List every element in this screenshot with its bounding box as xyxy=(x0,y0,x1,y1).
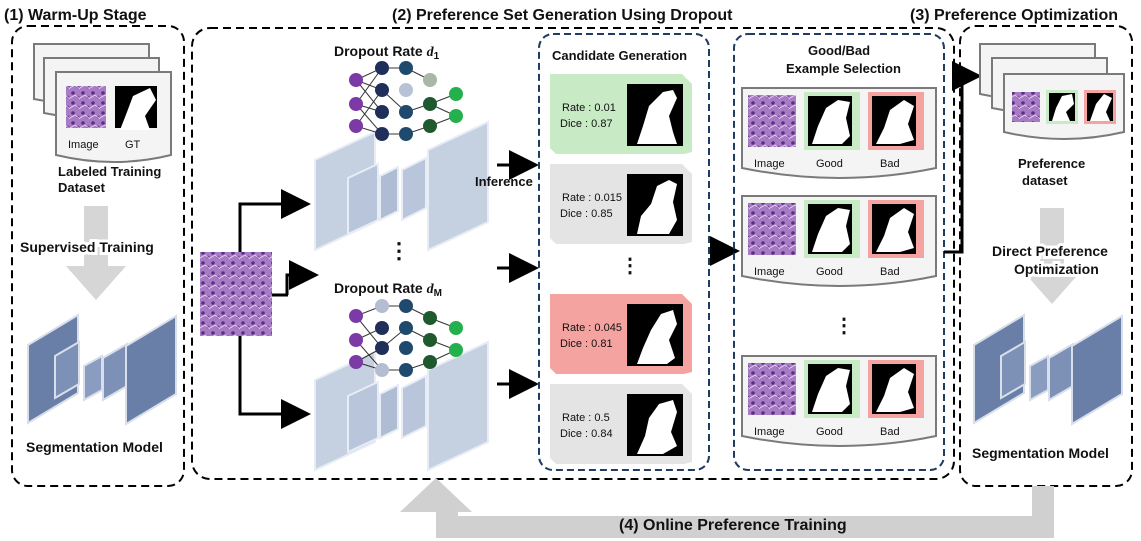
optimized-model-icon xyxy=(973,313,1123,426)
candidate-dice: Dice : 0.81 xyxy=(560,338,613,350)
preference-dataset-icon xyxy=(979,43,1125,140)
online-loop-arrow xyxy=(400,478,1054,538)
dataset-label-line2: Dataset xyxy=(58,180,106,195)
selection-image-label: Image xyxy=(754,266,785,278)
selection-image-label: Image xyxy=(754,426,785,438)
warmup-model-label: Segmentation Model xyxy=(26,439,163,455)
selection-ellipsis: ⋮ xyxy=(834,315,854,337)
dpo-arrow xyxy=(1022,208,1082,304)
optimized-model-label: Segmentation Model xyxy=(972,445,1109,461)
dropout-rate-first-label: Dropout Rate d1 xyxy=(334,43,440,62)
optimization-title: (3) Preference Optimization xyxy=(910,7,1118,24)
dataset-gt-label: GT xyxy=(125,139,141,151)
warmup-panel: (1) Warm-Up Stage Image GT Labeled Train… xyxy=(4,7,185,487)
candidate-rate: Rate : 0.01 xyxy=(562,102,616,114)
selection-title-line1: Good/Bad xyxy=(808,43,870,58)
generation-panel: (2) Preference Set Generation Using Drop… xyxy=(191,7,982,480)
upper-dropout-network xyxy=(314,61,489,252)
selection-image xyxy=(748,203,796,255)
lower-dropout-network xyxy=(314,299,489,472)
candidate-ellipsis: ⋮ xyxy=(620,255,640,277)
candidate-rate: Rate : 0.015 xyxy=(562,192,622,204)
selection-card: Image Good Bad xyxy=(741,87,937,179)
selection-bad-label: Bad xyxy=(880,158,900,170)
dropout-rate-last-label: Dropout Rate dM xyxy=(334,280,442,299)
selection-image-label: Image xyxy=(754,158,785,170)
supervised-arrow xyxy=(66,206,126,300)
selection-image xyxy=(748,95,796,147)
candidate-dice: Dice : 0.85 xyxy=(560,208,613,220)
online-loop: (4) Online Preference Training xyxy=(400,478,1054,538)
labeled-dataset-icon: Image GT xyxy=(33,43,172,163)
online-training-label: (4) Online Preference Training xyxy=(619,517,847,534)
warmup-model-icon xyxy=(27,313,177,426)
dpo-label-line1: Direct Preference xyxy=(992,243,1108,259)
candidate-rate: Rate : 0.045 xyxy=(562,322,622,334)
selection-bad-label: Bad xyxy=(880,426,900,438)
dpo-label-line2: Optimization xyxy=(1014,261,1099,277)
selection-card: Image Good Bad xyxy=(741,195,937,287)
selection-good-label: Good xyxy=(816,158,843,170)
candidate-title: Candidate Generation xyxy=(552,48,687,63)
preference-dataset-line1: Preference xyxy=(1018,156,1085,171)
candidate-dice: Dice : 0.84 xyxy=(560,428,613,440)
dataset-image-label: Image xyxy=(68,139,99,151)
input-image xyxy=(200,252,272,336)
candidate-dice: Dice : 0.87 xyxy=(560,118,613,130)
candidate-rate: Rate : 0.5 xyxy=(562,412,610,424)
supervised-training-label: Supervised Training xyxy=(20,239,154,255)
warmup-title: (1) Warm-Up Stage xyxy=(4,7,147,24)
selection-title-line2: Example Selection xyxy=(786,61,901,76)
inference-label: Inference xyxy=(475,174,533,189)
to-optimization-arrow xyxy=(944,61,982,254)
network-ellipsis: ⋮ xyxy=(388,238,410,263)
selection-card: Image Good Bad xyxy=(741,355,937,447)
selection-image xyxy=(748,363,796,415)
generation-title: (2) Preference Set Generation Using Drop… xyxy=(392,7,733,24)
selection-good-label: Good xyxy=(816,426,843,438)
preference-dataset-line2: dataset xyxy=(1022,173,1068,188)
optimization-panel: (3) Preference Optimization Preference d… xyxy=(910,7,1133,487)
selection-good-label: Good xyxy=(816,266,843,278)
selection-bad-label: Bad xyxy=(880,266,900,278)
dataset-label-line1: Labeled Training xyxy=(58,164,161,179)
